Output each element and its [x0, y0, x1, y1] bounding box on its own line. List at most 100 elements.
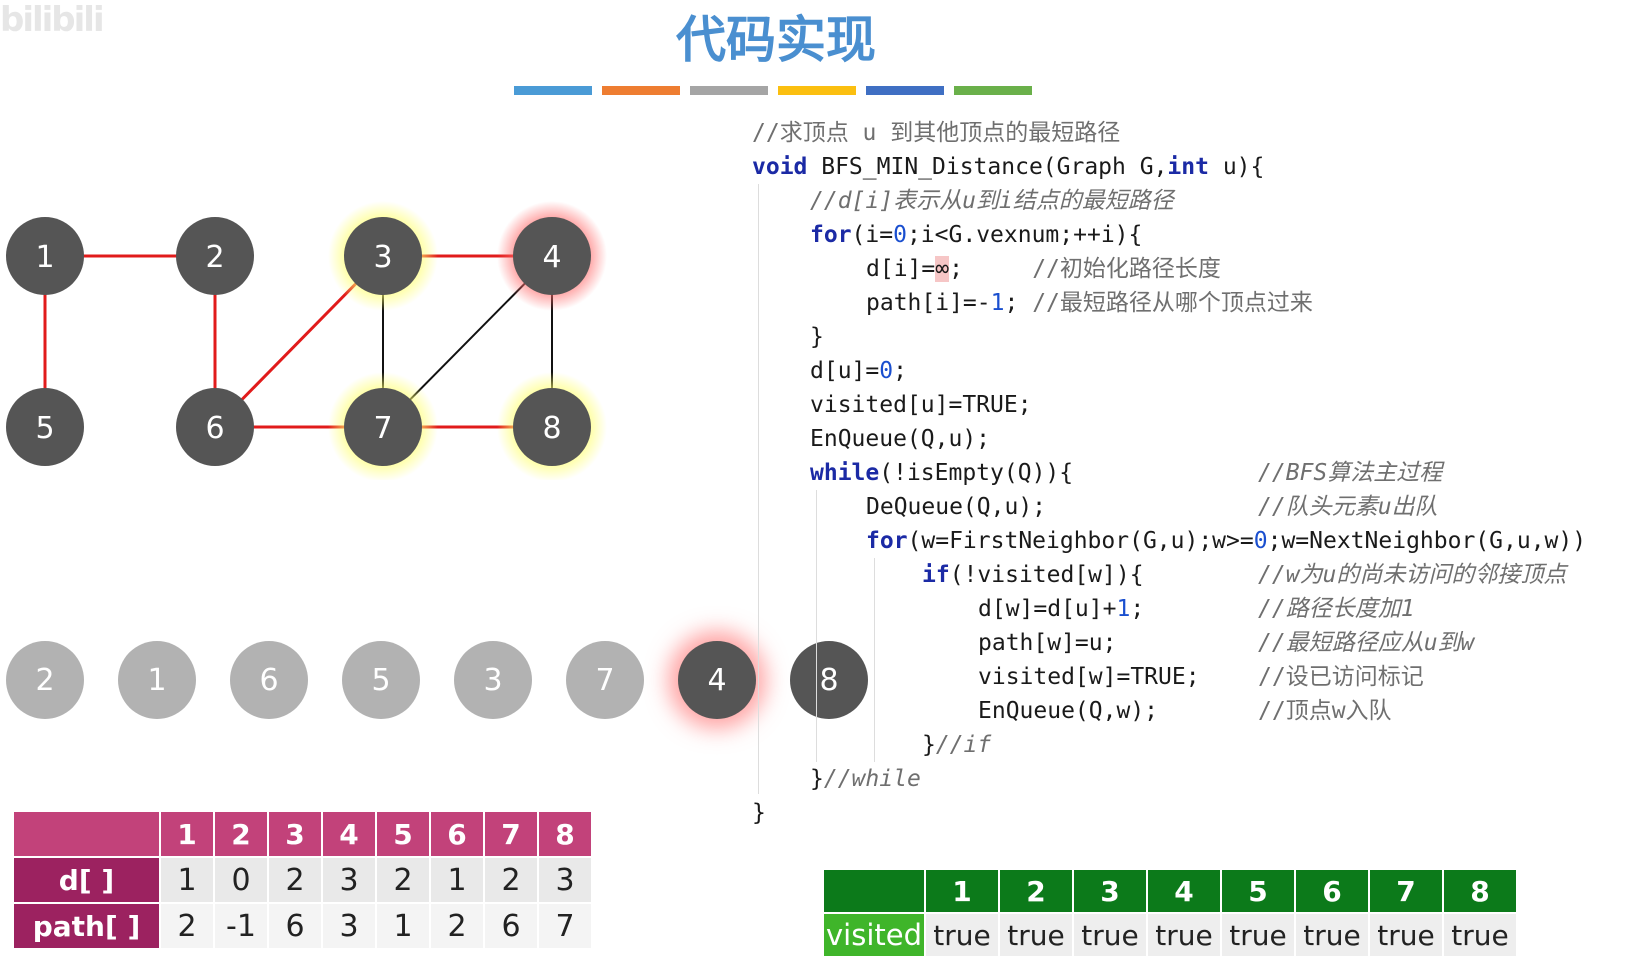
color-bar-segment	[602, 86, 680, 95]
table-cell: 1	[375, 902, 431, 950]
code-text: DeQueue(Q,u);	[866, 494, 1047, 520]
code-text: }	[810, 766, 824, 792]
table-header-cell: 5	[1220, 868, 1296, 914]
table-row-visited: visited true true true true true true tr…	[822, 912, 1518, 958]
graph-node-5	[6, 388, 84, 466]
code-number: 0	[879, 358, 894, 384]
queue-node: 6	[230, 641, 308, 719]
row-label-visited: visited	[822, 912, 926, 958]
table-header-cell: 3	[267, 810, 323, 858]
table-row-d: d[ ] 1 0 2 3 2 1 2 3	[12, 856, 593, 904]
table-cell: true	[998, 912, 1074, 958]
table-cell: true	[1294, 912, 1370, 958]
code-text: visited[u]=TRUE;	[810, 392, 1032, 418]
page-title: 代码实现	[676, 11, 876, 69]
graph-node-7	[344, 388, 422, 466]
graph-node-6	[176, 388, 254, 466]
code-comment-line: //队头元素u出队	[1258, 490, 1438, 524]
code-text: visited[w]=TRUE;	[978, 664, 1200, 690]
code-text: u){	[1208, 154, 1265, 180]
code-comment-line: //路径长度加1	[1258, 592, 1415, 626]
table-header-cell: 6	[429, 810, 485, 858]
code-line: }	[810, 320, 824, 354]
code-comment: //求顶点 u 到其他顶点的最短路径	[752, 120, 1121, 146]
code-text: d[i]=	[866, 256, 936, 282]
code-text: }	[922, 732, 936, 758]
code-text: ;w=NextNeighbor(G,u,w))	[1267, 528, 1587, 554]
queue-node: 8	[790, 641, 868, 719]
code-line: EnQueue(Q,u);	[810, 422, 990, 456]
code-text: }	[810, 324, 824, 350]
code-keyword: if	[922, 562, 950, 588]
code-line: path[w]=u;	[978, 626, 1116, 660]
code-line: //求顶点 u 到其他顶点的最短路径	[752, 116, 1120, 150]
code-text: EnQueue(Q,w);	[978, 698, 1159, 724]
table-cell: true	[1146, 912, 1222, 958]
table-header-cell: 4	[321, 810, 377, 858]
table-header-row: 1 2 3 4 5 6 7 8	[822, 868, 1518, 914]
code-comment-line: //顶点w入队	[1258, 694, 1392, 728]
table-cell: true	[924, 912, 1000, 958]
code-text: ;	[1130, 596, 1145, 622]
code-comment-line: //BFS算法主过程	[1258, 456, 1442, 490]
queue-node: 2	[6, 641, 84, 719]
table-header-row: 1 2 3 4 5 6 7 8	[12, 810, 593, 858]
table-cell: 6	[483, 902, 539, 950]
table-row-path: path[ ] 2 -1 6 3 1 2 6 7	[12, 902, 593, 950]
code-comment: //w为u的尚未访问的邻接顶点	[1258, 562, 1567, 588]
infinity-symbol: ∞	[935, 256, 950, 282]
table-cell: 6	[267, 902, 323, 950]
queue-node: 7	[566, 641, 644, 719]
code-comment: //最短路径从哪个顶点过来	[1032, 290, 1313, 316]
visited-table: 1 2 3 4 5 6 7 8 visited true true true t…	[822, 868, 1518, 958]
code-comment-line: //w为u的尚未访问的邻接顶点	[1258, 558, 1566, 592]
table-header-cell: 2	[213, 810, 269, 858]
code-line: EnQueue(Q,w);	[978, 694, 1158, 728]
table-corner-cell	[12, 810, 161, 858]
code-text: path[w]=u;	[978, 630, 1117, 656]
graph-node-3	[344, 217, 422, 295]
table-cell: true	[1072, 912, 1148, 958]
table-header-cell: 1	[159, 810, 215, 858]
code-text: (w=FirstNeighbor(G,u);w>=	[907, 528, 1254, 554]
graph-node-label-3: 3	[373, 240, 392, 275]
table-cell: 3	[537, 856, 593, 904]
color-bar-segment	[866, 86, 944, 95]
code-keyword: while	[810, 460, 880, 486]
code-text: (i=	[851, 222, 894, 248]
code-comment: //最短路径应从u到w	[1258, 630, 1475, 656]
color-bar-segment	[514, 86, 592, 95]
code-line: d[u]=0;	[810, 354, 907, 388]
code-comment: //队头元素u出队	[1258, 494, 1438, 520]
color-bar-segment	[954, 86, 1032, 95]
table-cell: 1	[159, 856, 215, 904]
code-number: 1	[990, 290, 1005, 316]
graph-node-label-2: 2	[205, 240, 224, 275]
table-cell: 3	[321, 856, 377, 904]
table-header-cell: 8	[537, 810, 593, 858]
graph-node-label-6: 6	[205, 411, 224, 446]
code-line: }//while	[810, 762, 921, 796]
table-cell: 2	[375, 856, 431, 904]
code-comment: //初始化路径长度	[1032, 256, 1221, 282]
code-line: for(i=0;i<G.vexnum;++i){	[810, 218, 1142, 252]
code-text: d[u]=	[810, 358, 880, 384]
code-line: //d[i]表示从u到i结点的最短路径	[810, 184, 1174, 218]
table-header-cell: 3	[1072, 868, 1148, 914]
graph-node-label-5: 5	[35, 411, 54, 446]
code-number: 1	[1116, 596, 1131, 622]
code-text: path[i]=-	[866, 290, 991, 316]
code-text: ;	[893, 358, 907, 384]
code-line: visited[u]=TRUE;	[810, 388, 1032, 422]
code-line: while(!isEmpty(Q)){	[810, 456, 1073, 490]
row-label-d: d[ ]	[12, 856, 161, 904]
code-text: d[w]=d[u]+	[978, 596, 1117, 622]
code-line: void BFS_MIN_Distance(Graph G,int u){	[752, 150, 1264, 184]
code-text: ;i<G.vexnum;++i){	[906, 222, 1143, 248]
code-keyword: int	[1167, 154, 1209, 180]
code-comment: //BFS算法主过程	[1258, 460, 1443, 486]
table-cell: true	[1220, 912, 1296, 958]
table-cell: 2	[159, 902, 215, 950]
code-line: visited[w]=TRUE;	[978, 660, 1200, 694]
table-cell: 2	[267, 856, 323, 904]
